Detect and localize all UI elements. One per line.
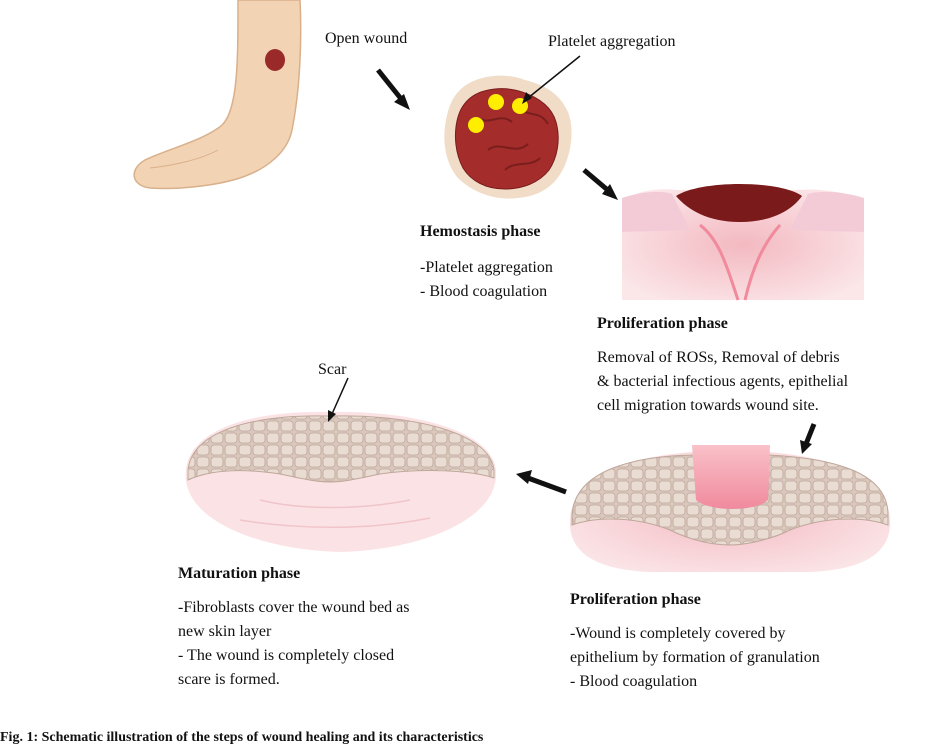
proliferation-1-line: Removal of ROSs, Removal of debris bbox=[597, 349, 840, 366]
label-platelet-aggregation: Platelet aggregation bbox=[548, 33, 676, 50]
proliferation-section-1-illustration bbox=[622, 184, 864, 301]
proliferation-2-line: - Blood coagulation bbox=[570, 673, 698, 690]
maturation-line: new skin layer bbox=[178, 623, 272, 640]
maturation-line: - The wound is completely closed bbox=[178, 647, 395, 664]
proliferation-1-line: cell migration towards wound site. bbox=[597, 397, 819, 414]
proliferation-1-block: Proliferation phase Removal of ROSs, Rem… bbox=[597, 314, 848, 418]
maturation-line: -Fibroblasts cover the wound bed as bbox=[178, 599, 410, 616]
maturation-block: Maturation phase -Fibroblasts cover the … bbox=[178, 564, 410, 692]
hemostasis-wound-illustration bbox=[444, 75, 572, 199]
maturation-line: scare is formed. bbox=[178, 671, 280, 688]
label-open-wound: Open wound bbox=[325, 30, 408, 47]
proliferation-1-title: Proliferation phase bbox=[597, 315, 728, 332]
maturation-section-illustration bbox=[185, 411, 497, 552]
proliferation-2-line: -Wound is completely covered by bbox=[570, 625, 786, 642]
flow-arrows bbox=[376, 68, 817, 495]
hemostasis-block: Hemostasis phase -Platelet aggregation -… bbox=[420, 222, 553, 304]
proliferation-1-line: & bacterial infectious agents, epithelia… bbox=[597, 373, 849, 390]
proliferation-section-2-illustration bbox=[569, 445, 891, 572]
hemostasis-line: -Platelet aggregation bbox=[420, 259, 553, 276]
leg-illustration bbox=[133, 0, 302, 190]
figure-caption: Fig. 1: Schematic illustration of the st… bbox=[0, 730, 484, 745]
maturation-title: Maturation phase bbox=[178, 565, 301, 582]
hemostasis-line: - Blood coagulation bbox=[420, 283, 548, 300]
label-scar: Scar bbox=[318, 361, 347, 378]
hemostasis-title: Hemostasis phase bbox=[420, 223, 541, 240]
proliferation-2-title: Proliferation phase bbox=[570, 591, 701, 608]
proliferation-2-block: Proliferation phase -Wound is completely… bbox=[570, 590, 820, 694]
pointer-arrows bbox=[328, 55, 581, 422]
proliferation-2-line: epithelium by formation of granulation bbox=[570, 649, 820, 666]
